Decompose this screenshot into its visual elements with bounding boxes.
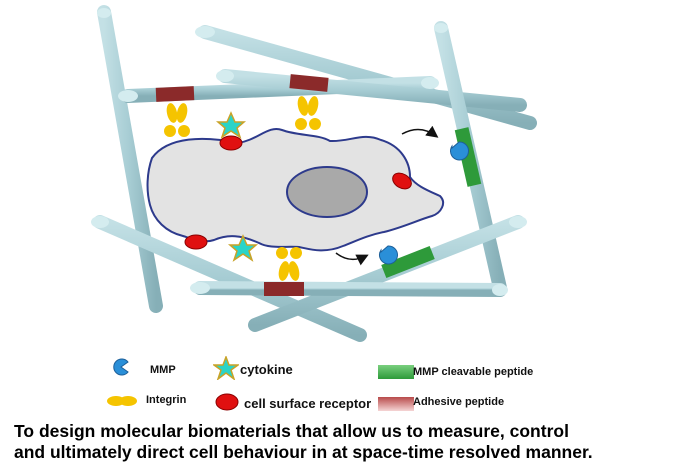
legend-mmp-cleavable-peptide-label: MMP cleavable peptide	[413, 366, 534, 378]
integrin-icon	[107, 396, 137, 406]
legend-adhesive-peptide-label: Adhesive peptide	[413, 396, 505, 408]
cell-nucleus	[286, 166, 368, 218]
legend-cell-surface-receptor-label: cell surface receptor	[244, 396, 372, 411]
legend-integrin-label: Integrin	[146, 394, 187, 406]
caption: To design molecular biomaterials that al…	[14, 421, 664, 463]
receptor-oval-icon	[215, 393, 239, 411]
integrin-icon	[164, 103, 190, 137]
mmp-pacman-icon	[379, 245, 398, 265]
adhesive-peptide-segment	[289, 74, 329, 92]
adhesive-peptide-segment	[155, 86, 195, 102]
adhesive-peptide-segment	[264, 282, 304, 296]
fiber-lower-left-diagonal	[91, 215, 367, 342]
mmp-cleavable-peptide-segment	[381, 245, 435, 279]
fiber-left-vertical	[97, 5, 163, 313]
red-peptide-icon	[378, 397, 414, 411]
fiber-bottom-horizontal	[190, 281, 508, 297]
secretion-arrow	[401, 125, 439, 138]
fiber-top-second	[216, 69, 527, 112]
cytokine-star-icon	[215, 111, 247, 139]
mmp-pacman-icon	[450, 141, 469, 161]
secretion-arrow	[335, 252, 369, 266]
caption-line-1: To design molecular biomaterials that al…	[14, 421, 569, 441]
legend-mmp-label: MMP	[150, 364, 176, 376]
green-peptide-icon	[378, 365, 414, 379]
cell-surface-receptor	[184, 234, 208, 250]
caption-line-2: and ultimately direct cell behaviour in …	[14, 442, 593, 462]
mmp-pacman-icon	[113, 358, 129, 376]
integrin-icon	[295, 96, 321, 130]
cell-surface-receptor	[219, 135, 243, 151]
extracellular-matrix-diagram	[91, 5, 537, 342]
integrin-icon	[276, 247, 302, 281]
fiber-top-long	[195, 25, 537, 130]
legend-cytokine-label: cytokine	[240, 362, 293, 377]
cytokine-star-icon	[213, 356, 239, 380]
cytokine-star-icon	[227, 234, 259, 262]
cell-surface-receptor	[392, 172, 412, 190]
